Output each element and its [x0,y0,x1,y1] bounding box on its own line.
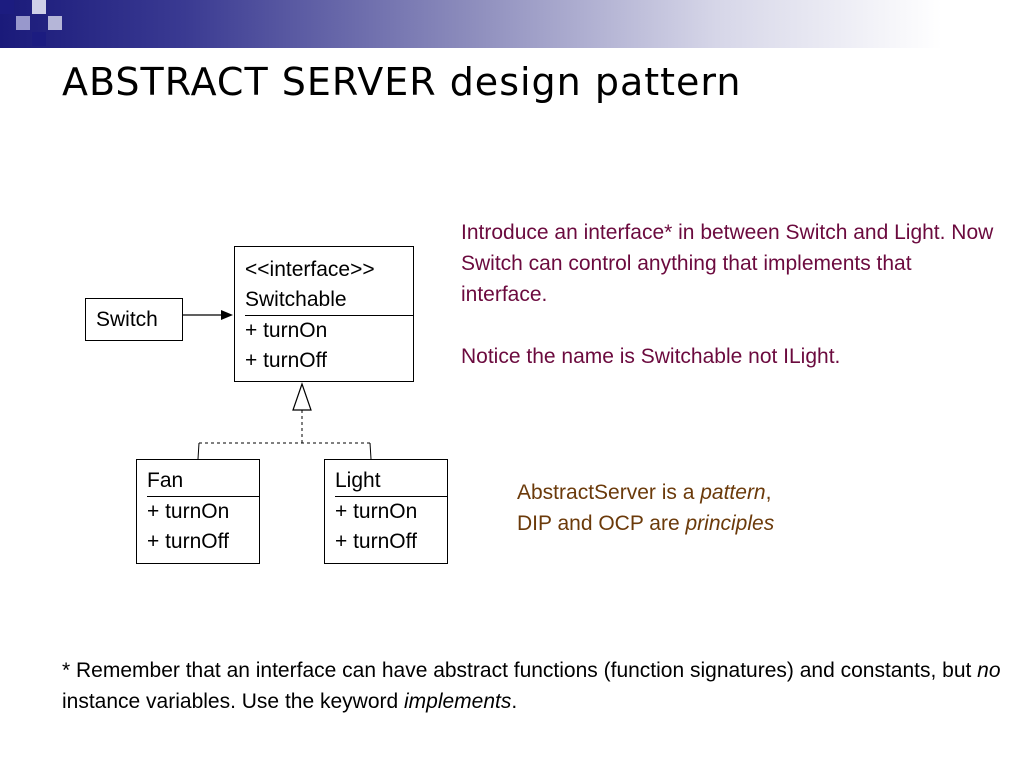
decorative-square [32,0,46,14]
method-label: + turnOff [147,530,229,553]
pattern-emphasis: pattern [700,481,766,504]
method-label: + turnOff [245,349,327,372]
decorative-square [48,16,62,30]
compartment-divider [245,315,413,316]
footnote-text: * Remember that an interface can have ab… [62,655,1002,717]
footnote-part: * Remember that an interface can have ab… [62,659,978,682]
header-gradient-bar [0,0,1024,48]
naming-text: Notice the name is Switchable not ILight… [461,345,841,368]
method-label: + turnOn [147,500,230,523]
method-label: + turnOn [335,500,418,523]
compartment-divider [335,496,447,497]
footnote: * Remember that an interface can have ab… [62,655,1002,717]
pattern-line-2: DIP and OCP are principles [517,512,774,535]
intro-note: Introduce an interface* in between Switc… [461,217,1001,372]
stereotype-label: <<interface>> [245,258,375,281]
realization-branch-light [369,442,372,460]
association-arrowhead [221,310,233,320]
interface-name: Switchable [245,288,347,311]
class-name: Switch [96,308,158,331]
principles-text: DIP and OCP are [517,512,686,535]
footnote-part: instance variables. Use the keyword [62,690,404,713]
class-name: Light [335,469,381,492]
uml-interface-switchable: <<interface>> Switchable + turnOn + turn… [234,246,414,382]
decorative-square [16,16,30,30]
method-label: + turnOff [335,530,417,553]
pattern-note: AbstractServer is a pattern, DIP and OCP… [517,477,937,539]
realization-branch-fan [197,442,200,460]
class-name: Fan [147,469,184,492]
pattern-line-1: AbstractServer is a pattern, [517,481,771,504]
compartment-divider [147,496,259,497]
uml-class-light: Light + turnOn + turnOff [324,459,448,564]
footnote-emphasis: no [977,659,1001,682]
footnote-emphasis: implements [404,690,512,713]
pattern-punct: , [765,481,772,504]
method-label: + turnOn [245,319,328,342]
pattern-text: AbstractServer is a [517,481,701,504]
decorative-square [0,0,14,14]
footnote-part: . [511,690,518,713]
uml-class-switch: Switch [85,298,183,341]
uml-class-fan: Fan + turnOn + turnOff [136,459,260,564]
intro-text: Introduce an interface* in between Switc… [461,221,994,306]
realization-arrowhead [292,382,312,411]
decorative-square [32,32,46,46]
principles-emphasis: principles [685,512,775,535]
page-title: ABSTRACT SERVER design pattern [62,60,742,104]
